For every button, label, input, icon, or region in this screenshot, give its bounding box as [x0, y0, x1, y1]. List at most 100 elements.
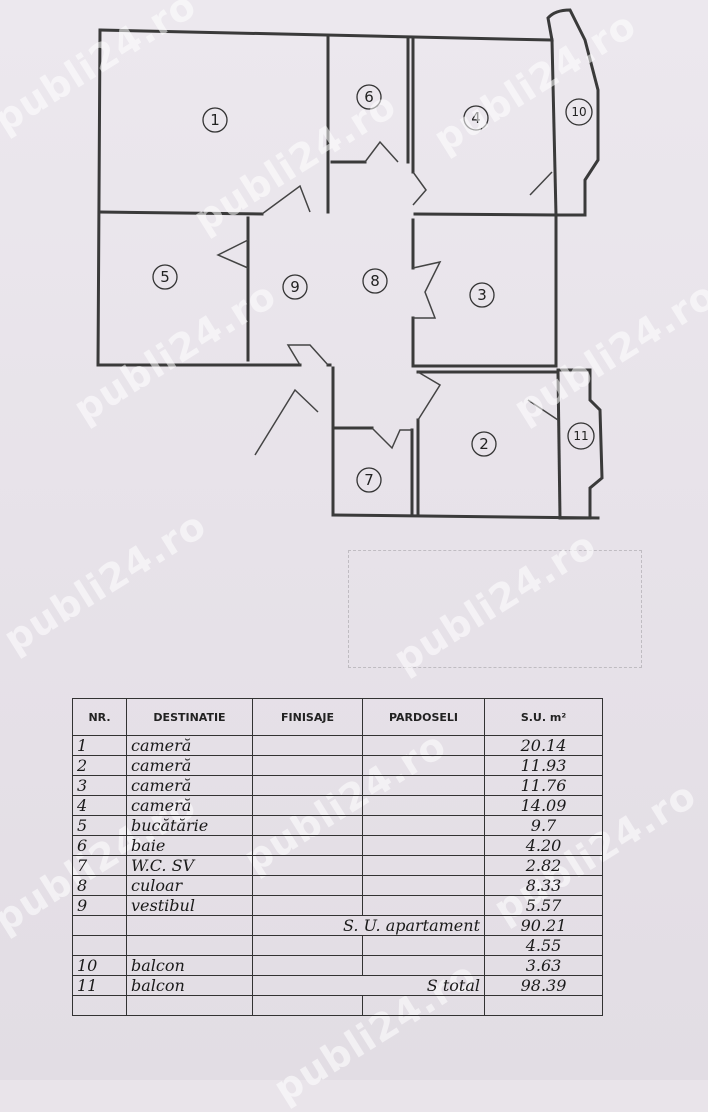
- row-destinatie: baie: [126, 835, 253, 856]
- row-destinatie: bucătărie: [126, 815, 253, 836]
- row-finisaje: [252, 735, 363, 756]
- row-su: 8.33: [484, 875, 603, 896]
- row-pardoseli: [362, 755, 485, 776]
- row-su: 11.93: [484, 755, 603, 776]
- door-swing-6: [412, 260, 442, 319]
- row-finisaje: [252, 775, 363, 796]
- extra-value: 4.55: [484, 935, 603, 956]
- wall-room4-right: [550, 38, 558, 217]
- row-su: 5.57: [484, 895, 603, 916]
- room-9-label: 9: [290, 278, 300, 296]
- door-swing-7: [286, 344, 329, 366]
- row-finisaje: [252, 935, 363, 956]
- row-pardoseli: [362, 835, 485, 856]
- door-swing-5: [216, 239, 249, 269]
- room-7-label: 7: [364, 471, 374, 489]
- row-finisaje: [252, 855, 363, 876]
- room-11-label: 11: [573, 429, 588, 443]
- room-4-label: 4: [471, 109, 481, 127]
- table-header-row: NR. DESTINATIE FINISAJE PARDOSELI S.U. m…: [72, 698, 603, 736]
- row-finisaje: [252, 755, 363, 776]
- row-destinatie: culoar: [126, 875, 253, 896]
- row-nr: 8: [72, 875, 127, 896]
- header-su: S.U. m²: [484, 698, 603, 736]
- row-finisaje: [252, 955, 363, 976]
- row-destinatie: cameră: [126, 775, 253, 796]
- header-nr: NR.: [72, 698, 127, 736]
- row-nr: 4: [72, 795, 127, 816]
- wall-top: [98, 28, 552, 42]
- row-pardoseli: [362, 735, 485, 756]
- room-6-label: 6: [364, 88, 374, 106]
- row-destinatie: [126, 995, 253, 1016]
- room-3-label: 3: [477, 286, 487, 304]
- row-finisaje: [252, 995, 363, 1016]
- row-destinatie: balcon: [126, 955, 253, 976]
- row-nr: [72, 995, 127, 1016]
- row-pardoseli: [362, 955, 485, 976]
- row-nr: 10: [72, 955, 127, 976]
- row-su: 20.14: [484, 735, 603, 756]
- row-pardoseli: [362, 855, 485, 876]
- row-nr: 5: [72, 815, 127, 836]
- row-destinatie: cameră: [126, 755, 253, 776]
- door-swing-4: [529, 171, 553, 196]
- faded-stamp: [348, 550, 642, 668]
- row-finisaje: [252, 875, 363, 896]
- table-row: 4.55: [72, 935, 603, 956]
- door-swing-2: [364, 140, 399, 163]
- room-1-label: 1: [210, 111, 220, 129]
- row-destinatie: cameră: [126, 795, 253, 816]
- summary-label: S. U. apartament: [252, 915, 485, 936]
- area-table: NR. DESTINATIE FINISAJE PARDOSELI S.U. m…: [72, 698, 603, 1016]
- row-su: 11.76: [484, 775, 603, 796]
- header-destinatie: DESTINATIE: [126, 698, 253, 736]
- door-swing-3: [412, 171, 427, 206]
- row-nr: 2: [72, 755, 127, 776]
- row-destinatie: [126, 915, 253, 936]
- row-pardoseli: [362, 775, 485, 796]
- row-su: 9.7: [484, 815, 603, 836]
- row-pardoseli: [362, 795, 485, 816]
- row-finisaje: [252, 795, 363, 816]
- wall-room1-bottom: [98, 210, 264, 216]
- room-5-label: 5: [160, 268, 170, 286]
- row-pardoseli: [362, 935, 485, 956]
- row-destinatie: [126, 935, 253, 956]
- total-label: S total: [252, 975, 485, 996]
- row-su: 3.63: [484, 955, 603, 976]
- entry-door: [254, 388, 319, 456]
- row-su: 4.20: [484, 835, 603, 856]
- row-su: 2.82: [484, 855, 603, 876]
- header-finisaje: FINISAJE: [252, 698, 363, 736]
- row-su: 14.09: [484, 795, 603, 816]
- row-nr: 11: [72, 975, 127, 996]
- wall-room2-right: [556, 370, 562, 520]
- row-nr: [72, 935, 127, 956]
- row-nr: 3: [72, 775, 127, 796]
- row-finisaje: [252, 815, 363, 836]
- summary-value: 90.21: [484, 915, 603, 936]
- total-value: 98.39: [484, 975, 603, 996]
- row-finisaje: [252, 895, 363, 916]
- floor-plan: 1 2 3 4 5 6 7 8 9 10 11: [96, 8, 604, 520]
- row-pardoseli: [362, 895, 485, 916]
- row-nr: 7: [72, 855, 127, 876]
- wall-bottom: [331, 513, 600, 520]
- row-pardoseli: [362, 815, 485, 836]
- wall-left: [96, 28, 102, 367]
- room-10-label: 10: [571, 105, 586, 119]
- row-pardoseli: [362, 995, 485, 1016]
- room-2-label: 2: [479, 435, 489, 453]
